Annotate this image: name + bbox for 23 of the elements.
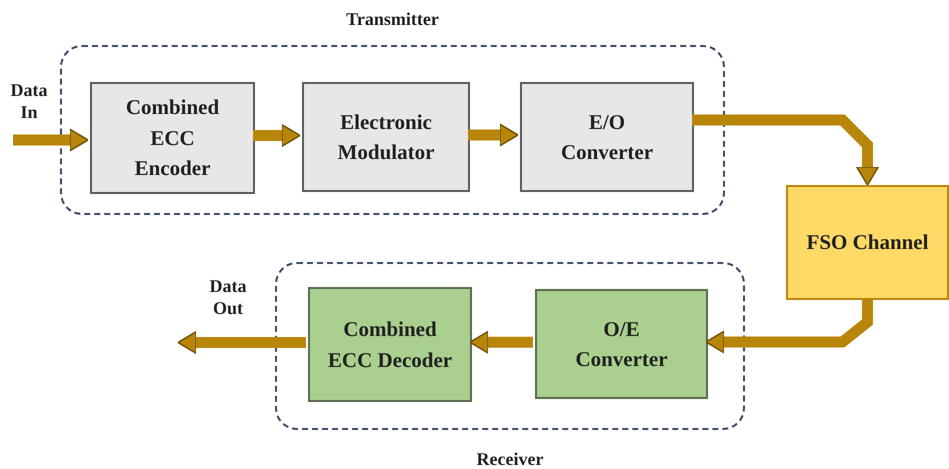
- box-label: Combined ECC Decoder: [328, 316, 452, 374]
- io-label: Data In: [10, 80, 48, 124]
- process-box: [535, 289, 708, 399]
- group-heading: Receiver: [476, 449, 544, 469]
- group-heading: Transmitter: [345, 9, 440, 30]
- process-box: [302, 82, 470, 192]
- arrow: [13, 128, 89, 152]
- box-label: Electronic Modulator: [336, 108, 436, 166]
- arrow: [705, 300, 873, 354]
- arrow: [253, 124, 301, 148]
- process-box: [520, 82, 694, 192]
- io-label: Data Out: [208, 276, 248, 320]
- arrow: [177, 330, 306, 354]
- box-label: O/E Converter: [574, 316, 669, 373]
- process-box: [90, 82, 255, 194]
- arrow: [469, 330, 533, 354]
- arrow: [468, 123, 519, 147]
- box-label: E/O Converter: [560, 108, 654, 166]
- process-box: [786, 185, 949, 300]
- box-label: FSO Channel: [806, 229, 928, 256]
- arrow: [692, 114, 880, 186]
- box-label: Combined ECC Encoder: [124, 94, 220, 182]
- process-box: [308, 287, 472, 402]
